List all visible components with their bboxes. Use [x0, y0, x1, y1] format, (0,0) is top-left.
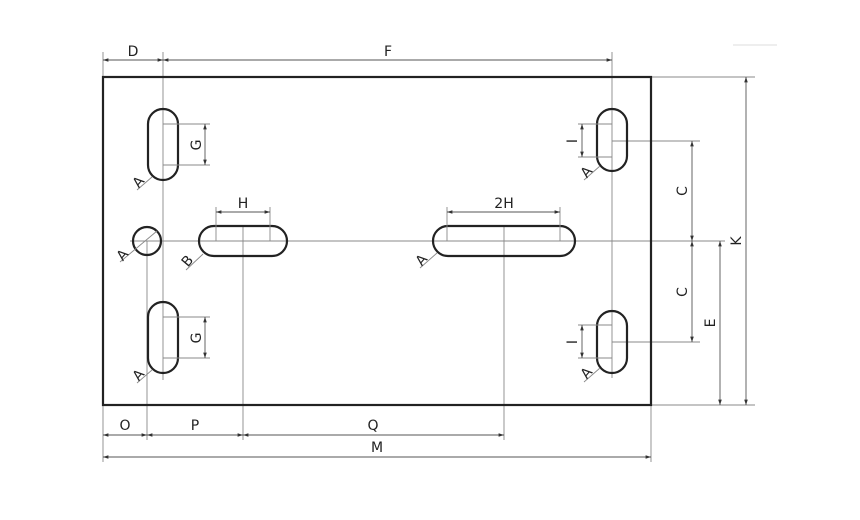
dim-label-d: D [128, 44, 139, 60]
dimension-lines [103, 58, 748, 459]
label-a-top-left: A [130, 173, 149, 191]
centerlines [102, 52, 755, 462]
slot-bottom-left [146, 300, 180, 375]
slot-top-right [595, 107, 629, 173]
dim-label-h: H [238, 196, 249, 212]
dim-label-o: O [119, 418, 130, 434]
dim-label-f: F [384, 44, 392, 60]
dim-label-c-bottom: C [675, 287, 691, 297]
dim-label-i-bottom: I [565, 340, 581, 344]
slot-2h [431, 224, 577, 258]
label-a-circle: A [114, 246, 133, 264]
holes [131, 107, 629, 375]
dim-label-k: K [729, 236, 745, 246]
label-b: B [179, 253, 197, 271]
dim-label-g-top: G [189, 140, 205, 151]
label-a-long-slot: A [413, 251, 432, 269]
dim-label-q: Q [367, 418, 378, 434]
dim-label-p: P [191, 418, 199, 434]
slot-bottom-right [595, 309, 629, 375]
plate-outline [101, 75, 653, 407]
dim-label-c-top: C [675, 186, 691, 196]
dim-label-i-top: I [565, 139, 581, 143]
dim-label-e: E [703, 319, 719, 328]
slot-b [197, 224, 289, 258]
slot-top-left [146, 107, 180, 182]
round-hole [131, 225, 163, 257]
dim-label-m: M [371, 440, 383, 456]
label-a-bottom-left: A [130, 366, 149, 384]
dim-label-2h: 2H [494, 196, 513, 212]
label-a-top-right: A [578, 163, 597, 181]
label-a-bottom-right: A [578, 364, 597, 382]
dim-label-g-bottom: G [189, 333, 205, 344]
